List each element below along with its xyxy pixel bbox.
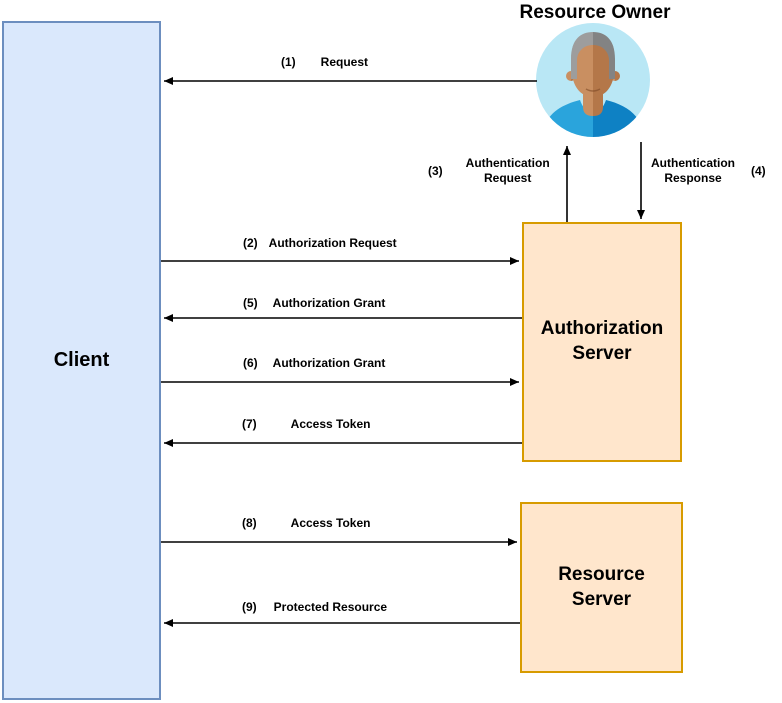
flow-label-9: (9) Protected Resource	[242, 600, 387, 615]
flow-label-2: (2) Authorization Request	[243, 236, 397, 251]
flow-text: Authentication Request	[465, 156, 550, 185]
client-label: Client	[53, 349, 110, 371]
avatar-face	[572, 35, 614, 97]
flow-number: (5)	[243, 296, 258, 310]
avatar-hair	[571, 32, 615, 79]
flow-text: Authorization Grant	[272, 296, 386, 310]
flow-label-6: (6) Authorization Grant	[243, 356, 385, 371]
flow-number: (2)	[243, 236, 258, 250]
flow-number: (7)	[242, 417, 257, 431]
flow-number: (8)	[242, 516, 257, 530]
flow-text: Access Token	[290, 417, 371, 431]
flow-label-7: (7) Access Token	[242, 417, 371, 432]
flow-text: Authentication Response	[651, 156, 735, 185]
client-node: Client	[2, 21, 161, 700]
authorization-server-label: Authorization Server	[540, 318, 664, 364]
flow-label-4: Authentication Response (4)	[643, 156, 766, 186]
flow-text: Access Token	[290, 516, 371, 530]
flow-label-1: (1) Request	[281, 55, 368, 70]
flow-text: Protected Resource	[273, 600, 388, 614]
flow-text: Request	[320, 55, 369, 69]
flow-label-3: (3) Authentication Request	[428, 156, 561, 186]
flow-text: Authorization Request	[268, 236, 397, 250]
person-icon	[536, 23, 650, 137]
flow-number: (4)	[751, 163, 766, 178]
authorization-server-node: Authorization Server	[522, 222, 682, 462]
flow-text: Authorization Grant	[272, 356, 386, 370]
resource-server-node: Resource Server	[520, 502, 683, 673]
avatar-chin-line	[585, 88, 601, 92]
flow-label-5: (5) Authorization Grant	[243, 296, 385, 311]
flow-number: (3)	[428, 163, 443, 178]
avatar-shirt	[542, 100, 644, 137]
flow-label-8: (8) Access Token	[242, 516, 371, 531]
flow-number: (6)	[243, 356, 258, 370]
flow-number: (1)	[281, 55, 296, 69]
resource-server-label: Resource Server	[558, 563, 645, 610]
resource-owner-label: Resource Owner	[519, 2, 671, 23]
flow-number: (9)	[242, 600, 257, 614]
